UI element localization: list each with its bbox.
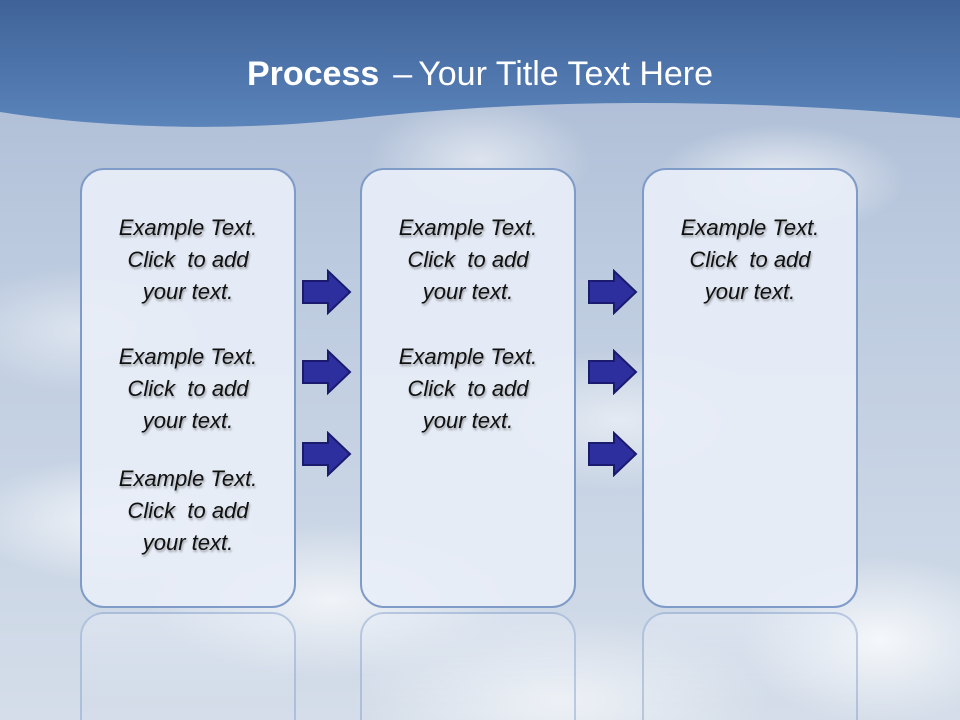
process-step-panel-2[interactable]: Example Text. Click to add your text. Ex… xyxy=(360,168,576,608)
panel-reflection xyxy=(80,612,296,720)
text-line: Click to add xyxy=(127,247,249,272)
text-placeholder[interactable]: Example Text. Click to add your text. xyxy=(362,341,574,437)
right-arrow-icon xyxy=(588,431,638,477)
text-line: Click to add xyxy=(689,247,811,272)
process-step-panel-3[interactable]: Example Text. Click to add your text. xyxy=(642,168,858,608)
right-arrow-icon xyxy=(302,349,352,395)
slide-title[interactable]: Process–Your Title Text Here xyxy=(0,52,960,96)
text-line: your text. xyxy=(142,408,234,433)
process-step-panel-1[interactable]: Example Text. Click to add your text. Ex… xyxy=(80,168,296,608)
text-placeholder[interactable]: Example Text. Click to add your text. xyxy=(82,212,294,308)
right-arrow-icon xyxy=(302,269,352,315)
text-placeholder[interactable]: Example Text. Click to add your text. xyxy=(82,341,294,437)
title-bold-text: Process xyxy=(246,55,380,93)
text-line: Example Text. xyxy=(398,215,538,240)
text-placeholder[interactable]: Example Text. Click to add your text. xyxy=(644,212,856,308)
text-line: Click to add xyxy=(407,247,529,272)
text-line: Click to add xyxy=(407,376,529,401)
header-band xyxy=(0,0,960,127)
text-line: Example Text. xyxy=(118,215,258,240)
title-dash: – xyxy=(393,55,413,93)
text-line: Example Text. xyxy=(118,344,258,369)
text-placeholder[interactable]: Example Text. Click to add your text. xyxy=(82,463,294,559)
panel-reflection xyxy=(642,612,858,720)
text-line: your text. xyxy=(142,530,234,555)
right-arrow-icon xyxy=(588,349,638,395)
text-line: Example Text. xyxy=(680,215,820,240)
text-line: your text. xyxy=(422,279,514,304)
right-arrow-icon xyxy=(302,431,352,477)
right-arrow-icon xyxy=(588,269,638,315)
text-line: your text. xyxy=(422,408,514,433)
text-line: Click to add xyxy=(127,498,249,523)
text-placeholder[interactable]: Example Text. Click to add your text. xyxy=(362,212,574,308)
panel-reflection xyxy=(360,612,576,720)
title-rest-text: Your Title Text Here xyxy=(418,55,714,93)
text-line: your text. xyxy=(142,279,234,304)
text-line: Example Text. xyxy=(398,344,538,369)
text-line: Click to add xyxy=(127,376,249,401)
text-line: Example Text. xyxy=(118,466,258,491)
text-line: your text. xyxy=(704,279,796,304)
